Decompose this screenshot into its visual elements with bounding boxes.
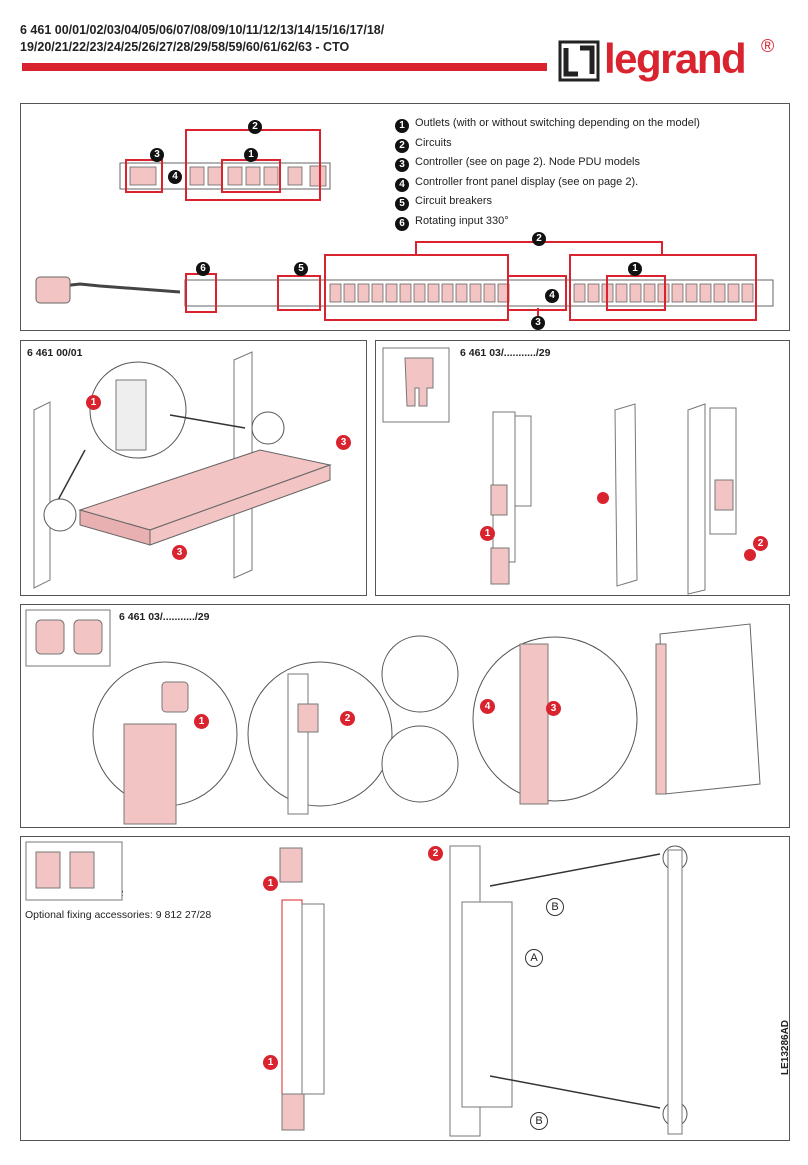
callout-a: A: [525, 949, 543, 967]
fixing-accessories-diagram: [25, 841, 688, 1137]
callout-3: 3: [150, 148, 164, 162]
panel-title: 6 461 03/.........../29: [119, 611, 210, 623]
outlet-socket: [329, 283, 342, 303]
callout-1: 1: [628, 262, 642, 276]
product-references: 6 461 00/01/02/03/04/05/06/07/08/09/10/1…: [20, 22, 384, 56]
references-line-2: 19/20/21/22/23/24/25/26/27/28/29/58/59/6…: [20, 40, 350, 54]
callout-b: B: [530, 1112, 548, 1130]
outlet-socket: [371, 283, 384, 303]
outlet-socket: [413, 283, 426, 303]
outlet-socket: [671, 283, 684, 303]
outlet-socket: [713, 283, 726, 303]
callout-4: 4: [545, 289, 559, 303]
outlet-socket: [587, 283, 600, 303]
step-1-badge: 1: [263, 876, 278, 891]
panel-title: 6 461 03/.........../29: [460, 347, 551, 359]
step-2-badge: 2: [340, 711, 355, 726]
outlet-socket: [727, 283, 740, 303]
outlet-socket: [357, 283, 370, 303]
step-2-badge: 2: [428, 846, 443, 861]
accessories-caption: Optional fixing accessories: 9 812 27/28: [25, 909, 212, 921]
legrand-logo-icon: [558, 40, 600, 82]
step-2-badge: 2: [753, 536, 768, 551]
outlet-socket: [573, 283, 586, 303]
outlet-socket: [657, 283, 670, 303]
callout-b: B: [546, 898, 564, 916]
callout-4: 4: [168, 170, 182, 184]
outlet-socket: [629, 283, 642, 303]
step-3-badge: 3: [546, 701, 561, 716]
outlet-socket: [427, 283, 440, 303]
outlet-socket: [441, 283, 454, 303]
button-lock-diagram: [25, 609, 761, 825]
pdu-overview-diagram: [35, 129, 774, 321]
step-3-badge: 3: [172, 545, 187, 560]
outlet-socket: [469, 283, 482, 303]
outlet-socket: [699, 283, 712, 303]
step-1-badge: 1: [263, 1055, 278, 1070]
references-line-1: 6 461 00/01/02/03/04/05/06/07/08/09/10/1…: [20, 23, 385, 37]
vertical-mount-diagram: [382, 347, 756, 595]
step-1-badge: 1: [480, 526, 495, 541]
brand-logo-text: legrand: [604, 35, 747, 82]
outlet-socket: [685, 283, 698, 303]
step-1-badge: 1: [194, 714, 209, 729]
document-code: LE13286AD: [780, 1019, 791, 1075]
rack-mount-1u-diagram: [33, 351, 332, 589]
panel-title: 6 461 00/01: [27, 347, 83, 359]
header-red-bar: [22, 63, 547, 71]
outlet-socket: [643, 283, 656, 303]
outlet-socket: [741, 283, 754, 303]
callout-1: 1: [244, 148, 258, 162]
step-3-badge: 3: [336, 435, 351, 450]
outlet-socket: [615, 283, 628, 303]
callout-2: 2: [248, 120, 262, 134]
outlet-socket: [455, 283, 468, 303]
step-4-badge: 4: [480, 699, 495, 714]
callout-6: 6: [196, 262, 210, 276]
registered-mark: ®: [761, 36, 775, 56]
outlet-socket: [399, 283, 412, 303]
outlet-socket: [343, 283, 356, 303]
callout-2: 2: [532, 232, 546, 246]
outlet-socket: [385, 283, 398, 303]
step-1-badge: 1: [86, 395, 101, 410]
callout-5: 5: [294, 262, 308, 276]
callout-3: 3: [531, 316, 545, 330]
outlet-socket: [483, 283, 496, 303]
fixing-accessories-panel: x2 Optional fixing accessories: 9 812 27…: [20, 836, 790, 1141]
